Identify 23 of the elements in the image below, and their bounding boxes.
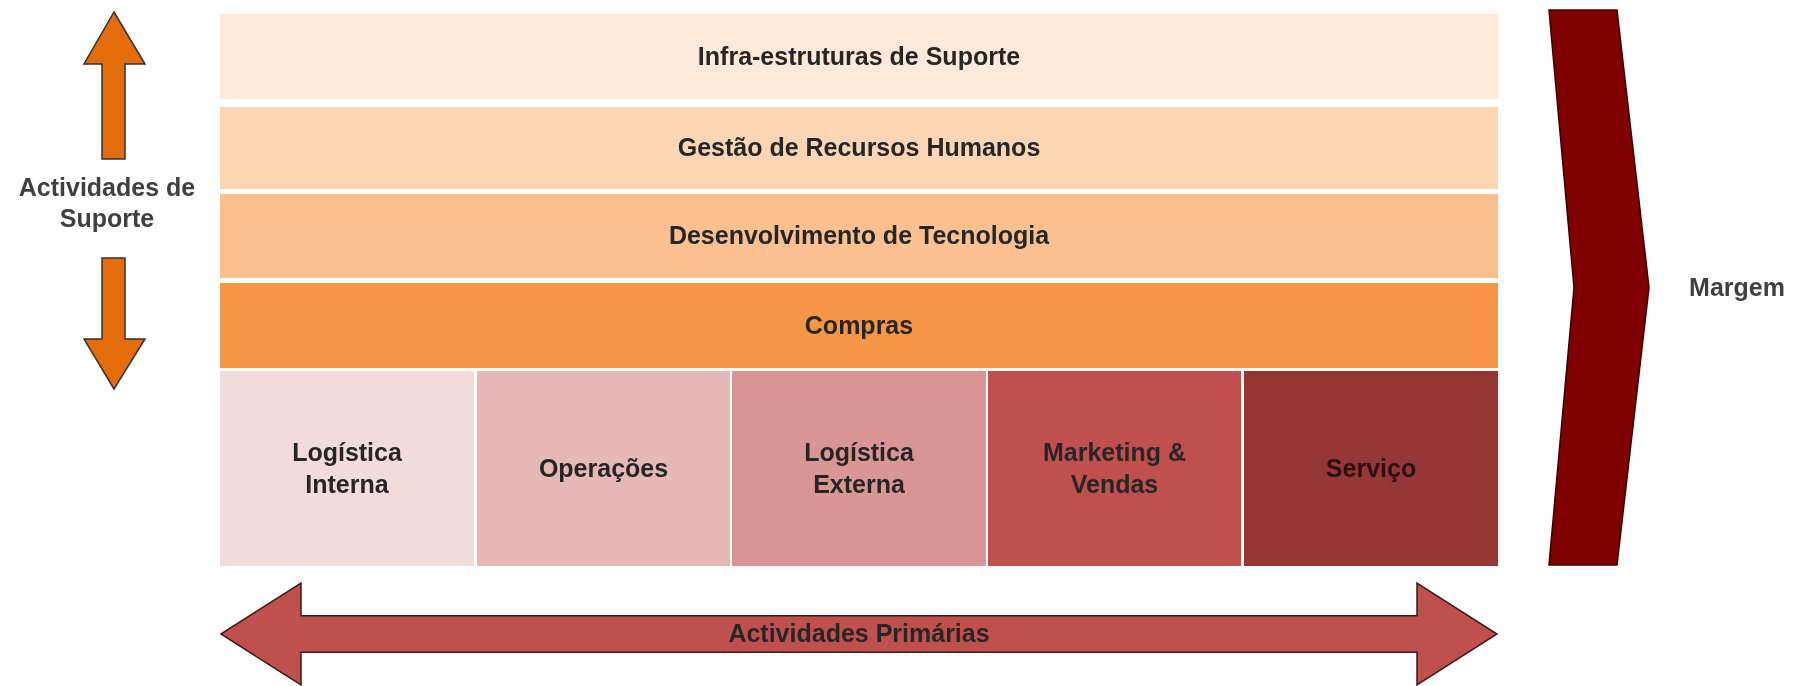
node-label: Gestão de Recursos Humanos xyxy=(677,132,1041,164)
node-label: Desenvolvimento de Tecnologia xyxy=(668,220,1050,252)
double-arrow-band xyxy=(220,582,1498,686)
support-activity-band xyxy=(220,107,1498,189)
node-label: Logística Interna xyxy=(291,437,403,500)
node-label: Operações xyxy=(538,452,669,484)
node-label: Serviço xyxy=(1325,452,1417,484)
node-label: Logística Externa xyxy=(803,437,915,500)
node-label: Marketing & Vendas xyxy=(1041,437,1188,500)
side-label: Actividades de Suporte xyxy=(17,172,197,235)
node-label: Actividades Primárias xyxy=(728,618,990,650)
node-label: Infra-estruturas de Suporte xyxy=(697,40,1021,72)
support-activity-band xyxy=(220,194,1498,278)
support-activity-band xyxy=(220,14,1498,99)
beside-label: Margem xyxy=(1688,272,1786,303)
chevron-shape xyxy=(1548,9,1650,566)
primary-activity-box xyxy=(477,371,730,566)
primary-activity-box xyxy=(1244,371,1498,566)
primary-activity-box xyxy=(988,371,1241,566)
primary-activity-box xyxy=(732,371,986,566)
support-activity-band xyxy=(220,283,1498,368)
node-label: Compras xyxy=(804,309,914,341)
primary-activity-box xyxy=(220,371,474,566)
